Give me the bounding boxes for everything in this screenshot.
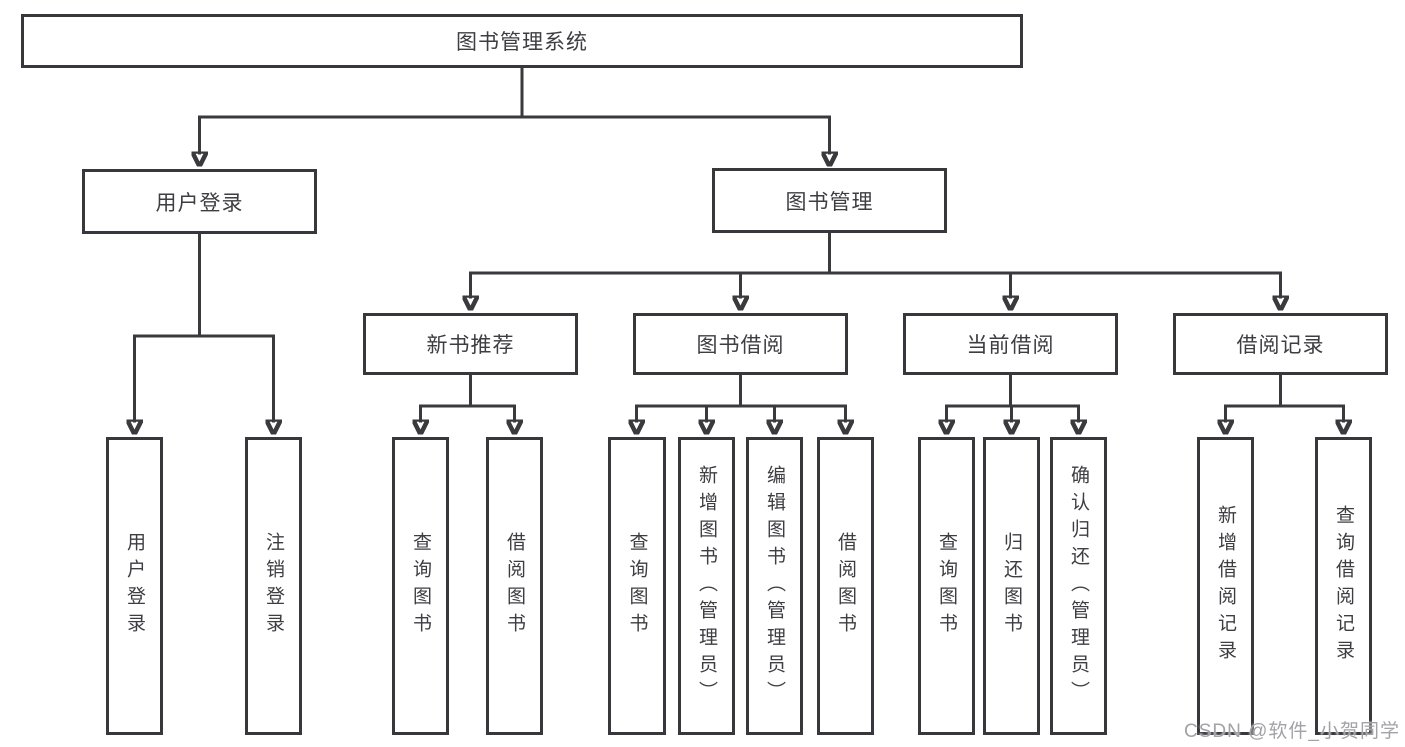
node-book-management-label: 图书管理 [785,190,874,214]
leaf-add-borrow-record: 新增借阅记录 [1197,437,1254,735]
leaf-query-borrow-record: 查询借阅记录 [1315,437,1372,735]
leaf-query-books-1: 查询图书 [392,437,449,735]
leaf-query-books-2-label: 查询图书 [626,532,648,640]
node-current-borrowing: 当前借阅 [903,313,1118,375]
leaf-add-book-admin: 新增图书（管理员） [678,437,735,735]
node-user-login-label: 用户登录 [155,191,244,215]
node-book-borrowing-label: 图书借阅 [696,334,785,357]
node-root-library-system: 图书管理系统 [21,14,1023,68]
csdn-watermark: CSDN @软件_小贺同学 [1184,721,1400,742]
leaf-confirm-return-admin-label: 确认归还（管理员） [1068,464,1089,708]
leaf-logout: 注销登录 [245,437,302,735]
node-book-management: 图书管理 [712,168,947,233]
leaf-query-books-1-label: 查询图书 [410,532,431,640]
leaf-borrow-books-2: 借阅图书 [817,437,874,735]
leaf-return-book-label: 归还图书 [1001,532,1022,640]
leaf-user-login: 用户登录 [106,437,163,735]
node-book-borrowing: 图书借阅 [633,313,848,375]
leaf-borrow-books-2-label: 借阅图书 [835,532,856,640]
leaf-user-login-label: 用户登录 [124,532,145,640]
node-current-borrowing-label: 当前借阅 [966,334,1055,357]
leaf-edit-book-admin: 编辑图书（管理员） [746,437,803,735]
leaf-query-books-3-label: 查询图书 [936,532,957,640]
leaf-query-books-3: 查询图书 [918,437,975,735]
node-borrowing-records: 借阅记录 [1173,313,1388,375]
node-new-book-recommendation: 新书推荐 [363,313,578,375]
node-borrowing-records-label: 借阅记录 [1236,334,1325,357]
leaf-confirm-return-admin: 确认归还（管理员） [1050,437,1107,735]
leaf-return-book: 归还图书 [983,437,1040,735]
node-root-label: 图书管理系统 [456,31,588,54]
leaf-add-book-admin-label: 新增图书（管理员） [696,464,717,708]
leaf-logout-label: 注销登录 [263,532,284,640]
leaf-edit-book-admin-label: 编辑图书（管理员） [764,464,785,708]
node-new-book-recommendation-label: 新书推荐 [426,334,515,357]
leaf-query-borrow-record-label: 查询借阅记录 [1333,505,1354,667]
leaf-borrow-books-1-label: 借阅图书 [504,532,525,640]
leaf-borrow-books-1: 借阅图书 [486,437,543,735]
leaf-add-borrow-record-label: 新增借阅记录 [1215,505,1236,667]
leaf-query-books-2: 查询图书 [608,437,666,735]
node-user-login: 用户登录 [82,169,317,234]
